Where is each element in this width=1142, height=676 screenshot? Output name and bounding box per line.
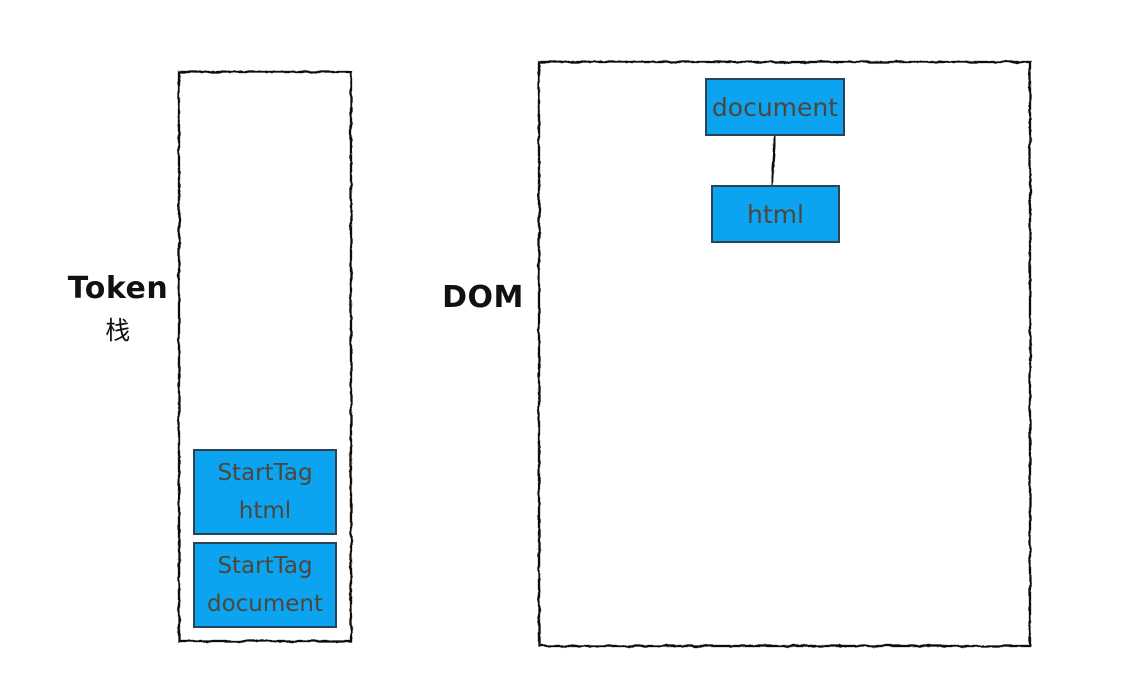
dom-node-html: html bbox=[711, 185, 840, 243]
dom-node-label: document bbox=[711, 92, 839, 122]
stack-item-name: html bbox=[238, 497, 292, 524]
dom-label: DOM bbox=[442, 280, 524, 315]
stack-item-type: StartTag bbox=[217, 552, 313, 579]
dom-node-document: document bbox=[705, 78, 845, 136]
dom-node-label: html bbox=[747, 199, 804, 229]
token-stack-label: Token 栈 bbox=[58, 271, 178, 345]
token-stack-container bbox=[177, 70, 353, 643]
token-stack-label-line1: Token bbox=[67, 271, 169, 306]
tree-connector-line bbox=[770, 135, 777, 189]
stack-item-name: document bbox=[206, 590, 324, 617]
stack-item-type: StartTag bbox=[217, 459, 313, 486]
token-stack-label-line2: 栈 bbox=[105, 316, 131, 345]
stack-item-starttag-html: StartTag html bbox=[193, 449, 337, 535]
dom-container bbox=[537, 60, 1032, 648]
stack-item-starttag-document: StartTag document bbox=[193, 542, 337, 628]
